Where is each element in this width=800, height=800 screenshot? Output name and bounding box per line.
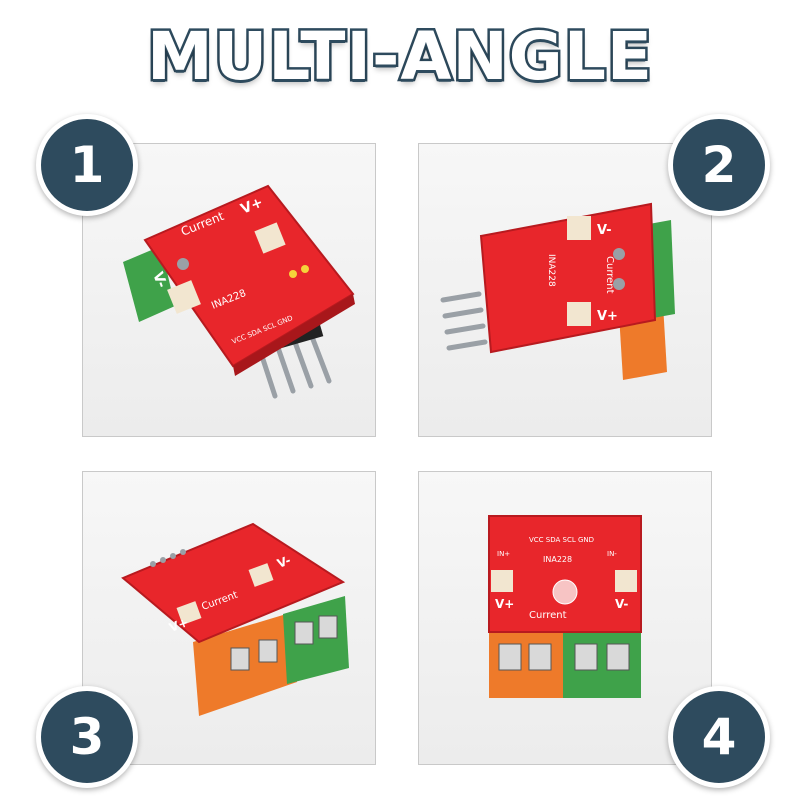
pcb-board xyxy=(121,522,346,644)
board-photo-3: Current V+ V- xyxy=(121,522,349,716)
board-photo-4: V+ V- Current INA228 VCC SDA SCL GND IN+… xyxy=(488,515,642,698)
pcb-label-vplus: V+ xyxy=(495,597,514,611)
view-panel-3: Current V+ V- xyxy=(82,471,376,765)
pcb-label-vminus: V- xyxy=(275,553,292,571)
pcb-label-vminus: V- xyxy=(597,223,612,238)
pcb-label-vminus: V- xyxy=(149,270,169,290)
view-panel-1: Current V+ V- INA228 VCC SDA SCL GND xyxy=(82,143,376,437)
pcb-board xyxy=(479,202,657,354)
pcb-label-vplus: V+ xyxy=(597,309,618,324)
step-badge-2: 2 xyxy=(668,114,770,216)
pcb-label-pins: VCC SDA SCL GND xyxy=(529,536,594,544)
board-photo-2: V- V+ Current INA228 xyxy=(440,202,675,380)
view-panel-2: V- V+ Current INA228 xyxy=(418,143,712,437)
pcb-label-inplus: IN+ xyxy=(497,550,510,558)
board-photo-1: Current V+ V- INA228 VCC SDA SCL GND xyxy=(123,184,355,399)
page-title: MULTI-ANGLE xyxy=(145,16,655,98)
step-badge-3: 3 xyxy=(36,686,138,788)
pcb-label-inminus: IN- xyxy=(607,550,617,558)
header-pins xyxy=(440,291,488,351)
pcb-label-chip: INA228 xyxy=(543,555,572,564)
pcb-label-vplus: V+ xyxy=(167,615,190,635)
green-terminal xyxy=(649,220,675,318)
pcb-label-current: Current xyxy=(529,610,567,621)
step-badge-1: 1 xyxy=(36,114,138,216)
view-panel-4: V+ V- Current INA228 VCC SDA SCL GND IN+… xyxy=(418,471,712,765)
pcb-label-vminus: V- xyxy=(615,597,628,611)
pcb-label-current: Current xyxy=(604,256,615,294)
green-terminal xyxy=(283,596,349,684)
pcb-label-vplus: V+ xyxy=(239,194,266,217)
pcb-label-chip: INA228 xyxy=(546,254,556,287)
step-badge-4: 4 xyxy=(668,686,770,788)
